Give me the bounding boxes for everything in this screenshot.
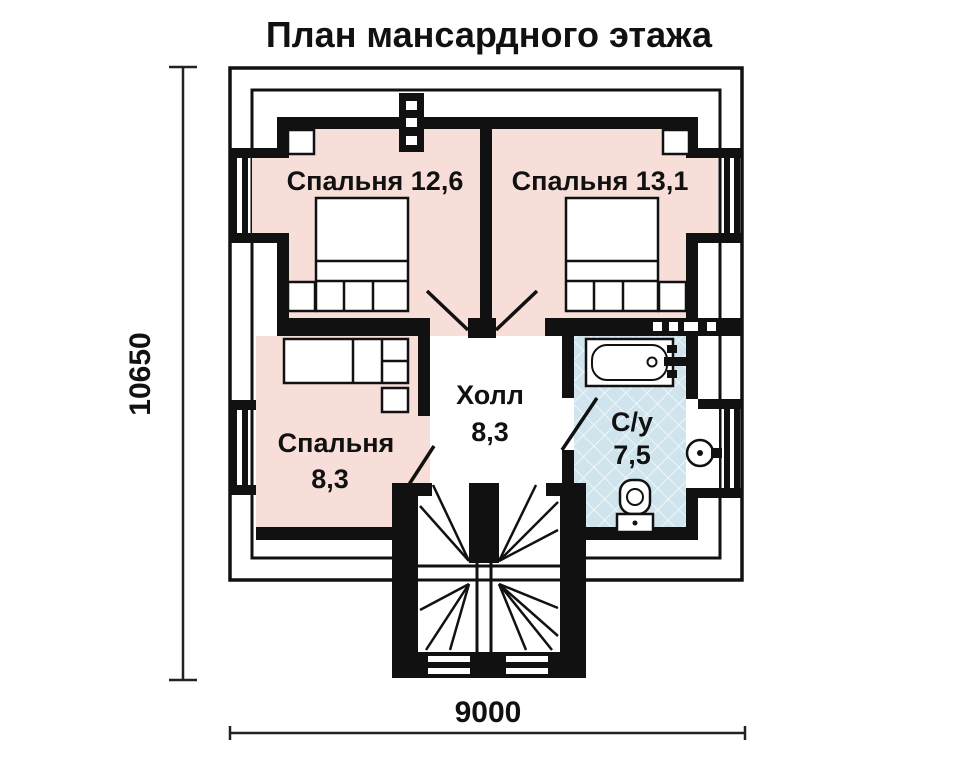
bathroom-area: 7,5 (613, 440, 651, 470)
bathtub-icon (584, 337, 688, 388)
dimension-height-label: 10650 (124, 332, 157, 415)
bedroom1-label: Спальня 12,6 (287, 166, 464, 196)
dimension-width-label: 9000 (455, 696, 522, 729)
toilet-icon (615, 478, 655, 534)
bed-bedroom3-icon (282, 337, 410, 414)
window-left-bedroom1 (231, 148, 283, 243)
wall-vent-marks (653, 322, 716, 331)
staircase-icon (392, 483, 586, 678)
stair-bottom-steps (428, 656, 548, 674)
bed-bedroom1-icon (286, 128, 410, 313)
bathroom-label: С/у (611, 407, 653, 437)
bedroom3-area: 8,3 (311, 464, 349, 494)
door-bathroom (560, 397, 599, 451)
hall-area: 8,3 (471, 417, 509, 447)
stair-treads (419, 484, 559, 651)
window-left-bedroom3 (231, 400, 257, 495)
hall-label: Холл (456, 380, 524, 410)
door-swings (406, 289, 599, 487)
door-bedroom2 (494, 289, 539, 332)
chimney-icon (399, 93, 424, 152)
dimension-left (169, 65, 197, 682)
bed-bedroom2-icon (564, 128, 691, 313)
dimension-bottom (228, 726, 747, 740)
bedroom3-label: Спальня (278, 428, 395, 458)
door-bedroom1 (425, 289, 470, 332)
page-title: План мансардного этажа (266, 14, 713, 55)
bedroom2-label: Спальня 13,1 (512, 166, 689, 196)
window-right-bedroom2 (698, 148, 743, 243)
sink-icon (685, 438, 722, 468)
window-right-bathroom (698, 399, 743, 498)
interior-walls (256, 117, 742, 540)
door-bedroom3 (406, 445, 436, 487)
